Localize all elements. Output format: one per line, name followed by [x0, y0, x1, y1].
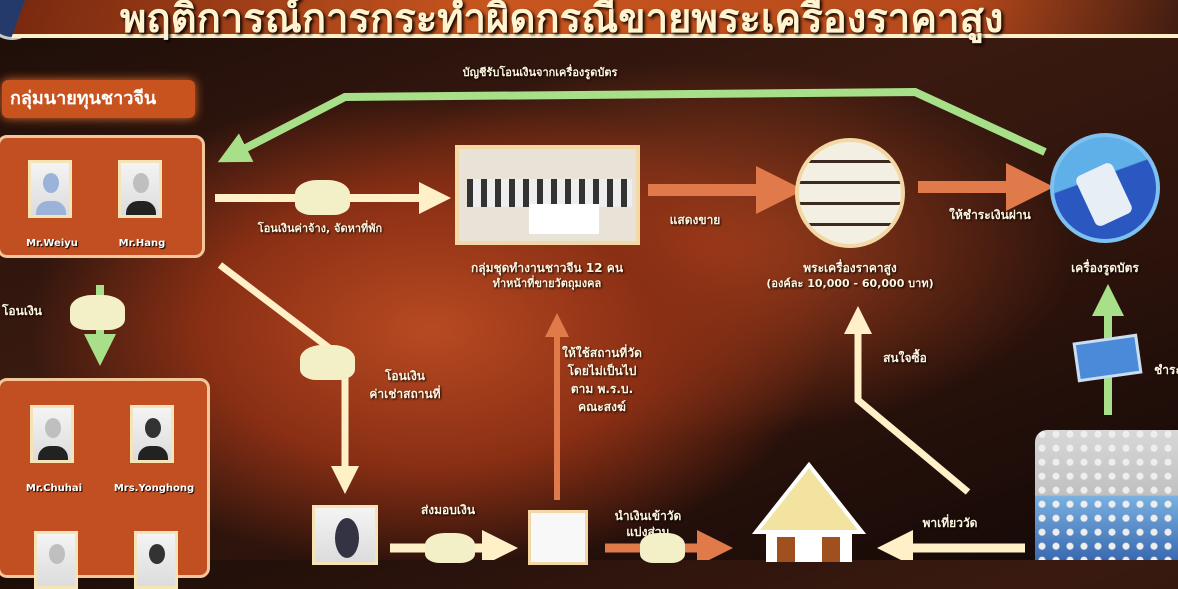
- member-name: Mr.Weiyu: [26, 238, 78, 249]
- flow-label-interested: สนใจซื้อ: [883, 351, 927, 365]
- amulets-image: [795, 138, 905, 248]
- sub-group: Mr.Chuhai Mrs.Yonghong: [0, 378, 210, 589]
- flow-label-share: นำเงินเข้าวัด: [614, 509, 682, 523]
- flow-label-temple-use: ให้ใช้สถานที่วัด: [562, 346, 642, 360]
- member-photo: [30, 405, 74, 463]
- member-name: Mrs.Yonghong: [113, 483, 195, 494]
- money-bag-icon: [640, 533, 685, 563]
- flow-label-pay: ชำระ: [1154, 363, 1178, 377]
- member-photo: [130, 405, 174, 463]
- tourists-bus-image: [1035, 430, 1178, 560]
- member-photo: [118, 160, 162, 218]
- flow-label-rent: ค่าเช่าสถานที่: [369, 387, 441, 401]
- amulets-label: พระเครื่องราคาสูง: [803, 261, 897, 275]
- workers-sublabel: ทำหน้าที่ขายวัตถุมงคล: [492, 277, 602, 290]
- money-bag-icon: [295, 180, 350, 215]
- temple-icon: [752, 462, 867, 562]
- card-machine-label: เครื่องรูดบัตร: [1071, 261, 1139, 275]
- amulets-price: (องค์ละ 10,000 - 60,000 บาท): [766, 277, 934, 290]
- flow-label-transfer: โอนเงิน: [1, 304, 43, 318]
- member-photo: [34, 531, 78, 589]
- arrow-card-to-capitalists: [217, 87, 1047, 163]
- card-reader-icon: [1050, 133, 1160, 243]
- page-title: พฤติการณ์การกระทำผิดกรณีขายพระเครื่องราค…: [120, 0, 1004, 42]
- workers-photo: [455, 145, 640, 245]
- arrow-interested: [844, 306, 971, 495]
- money-bag-icon: [425, 533, 475, 563]
- flow-label-tour: พาเที่ยววัด: [922, 516, 978, 530]
- flow-label-account: บัญชีรับโอนเงินจากเครื่องรูดบัตร: [462, 66, 618, 79]
- capitalists-label: กลุ่มนายทุนชาวจีน: [2, 80, 195, 118]
- flow-label-rent: โอนเงิน: [384, 369, 426, 383]
- member-photo: [28, 160, 72, 218]
- member-photo: [134, 531, 178, 589]
- member-name: Mr.Hang: [118, 238, 166, 249]
- money-bag-icon: [300, 345, 355, 380]
- flow-label-pay-via: ให้ชำระเงินผ่าน: [949, 208, 1031, 222]
- flow-label-temple-use: คณะสงฆ์: [578, 400, 626, 414]
- member-name: Mr.Chuhai: [25, 483, 83, 494]
- temple-account-photo: [528, 510, 588, 565]
- abbot-photo: [312, 505, 378, 565]
- flow-label-temple-use: ตาม พ.ร.บ.: [570, 382, 634, 396]
- workers-label: กลุ่มชุดทำงานชาวจีน 12 คน: [470, 261, 624, 275]
- flow-label-display: แสดงขาย: [669, 213, 721, 227]
- flow-label-wages: โอนเงินค่าจ้าง, จัดหาที่พัก: [257, 222, 383, 235]
- money-bag-icon: [70, 295, 125, 330]
- capitalists-group: Mr.Weiyu Mr.Hang: [0, 135, 205, 258]
- flow-label-temple-use: โดยไม่เป็นไป: [567, 364, 637, 378]
- flow-label-handover: ส่งมอบเงิน: [420, 503, 476, 517]
